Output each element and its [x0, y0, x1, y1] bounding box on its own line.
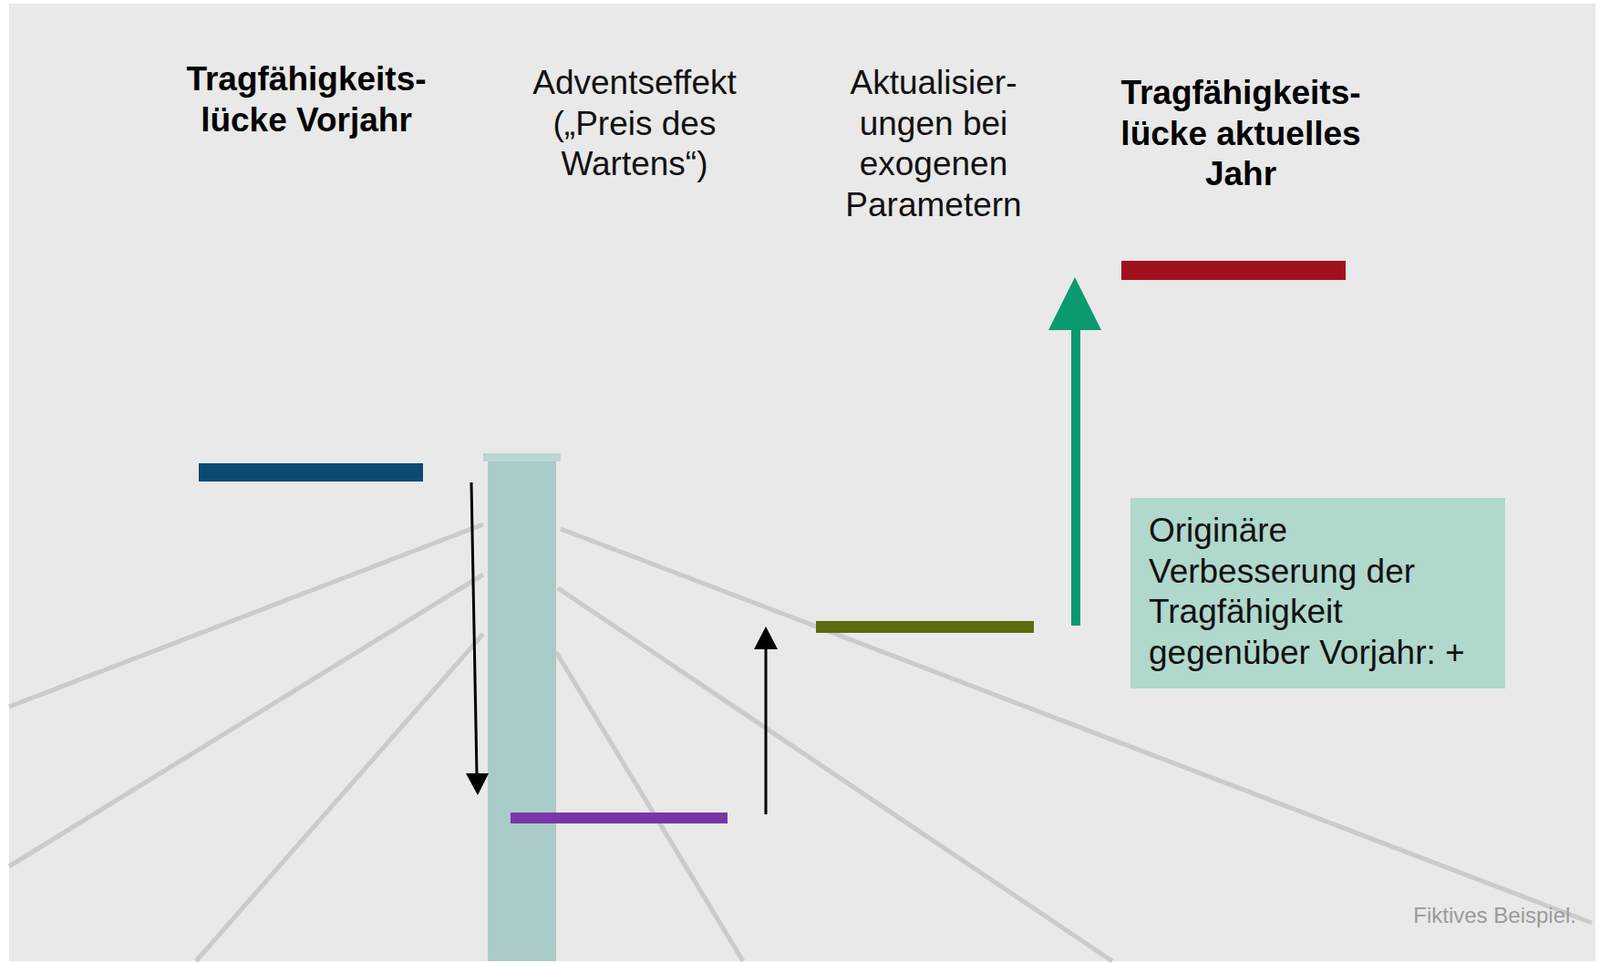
- pylon-top: [483, 453, 561, 462]
- bar-previous-year: [198, 463, 424, 482]
- column-heading: Aktualisier- ungen bei exogenen Paramete…: [836, 62, 1033, 226]
- column-heading: Adventseffekt („Preis des Wartens“): [520, 62, 749, 186]
- column-heading: Tragfähigkeits- lücke aktuelles Jahr: [1104, 72, 1378, 196]
- bar-exogenous-update: [815, 620, 1034, 633]
- box-text: Originäre Verbesserung der Tragfähigkeit…: [1148, 510, 1487, 673]
- arrow-improvement: [1048, 277, 1102, 626]
- bar-advent-effect: [510, 812, 728, 824]
- arrow-down: [465, 482, 489, 795]
- watermark-note: Fiktives Beispiel.: [1413, 902, 1577, 929]
- column-heading: Tragfähigkeits- lücke Vorjahr: [165, 59, 448, 141]
- arrow-up: [753, 626, 778, 815]
- bar-current-year: [1121, 260, 1346, 280]
- bridge-pylon: [487, 456, 557, 961]
- note-box: Originäre Verbesserung der Tragfähigkeit…: [1130, 497, 1506, 689]
- photo-ground: [9, 3, 1596, 961]
